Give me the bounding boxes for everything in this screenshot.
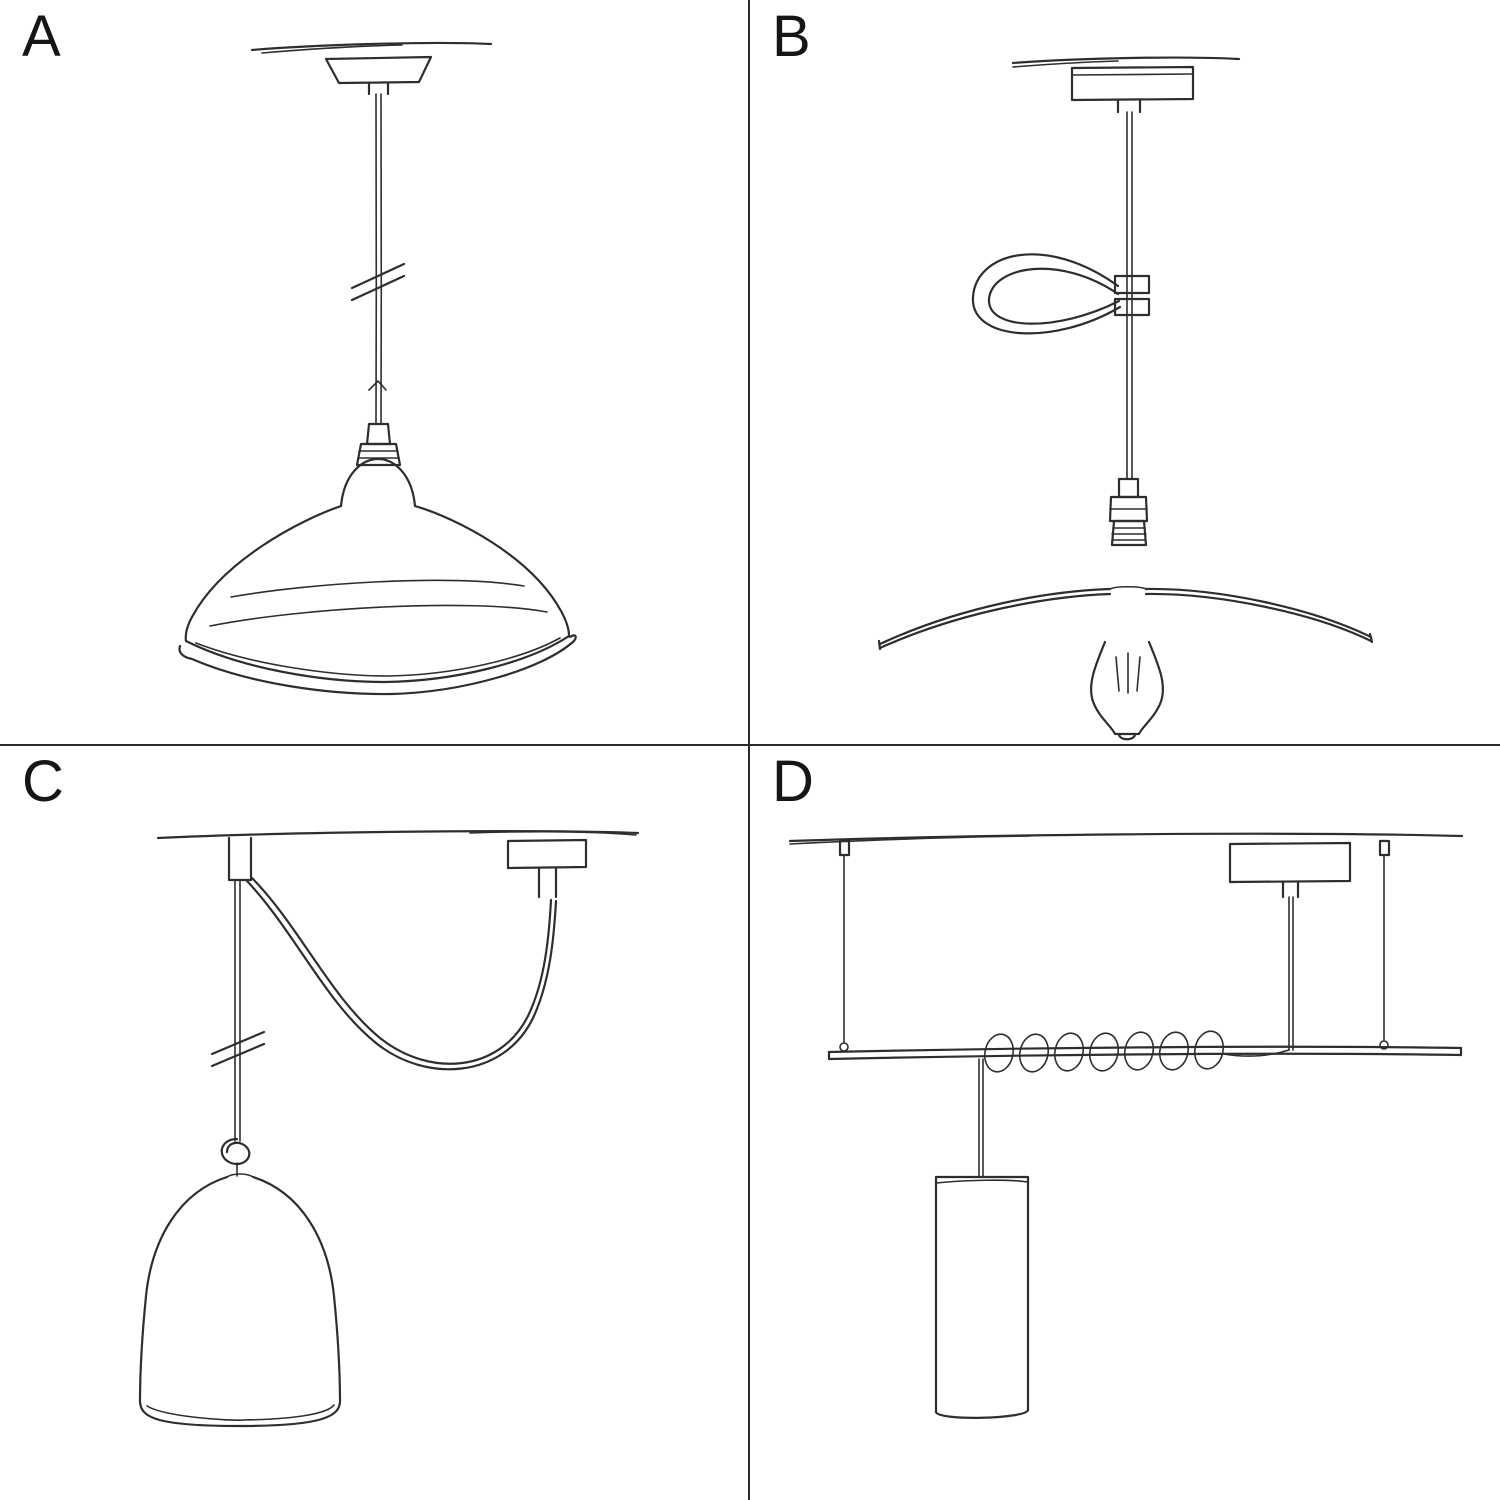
panel-label-b: B (772, 4, 812, 69)
cable-tie-loop (971, 253, 1151, 335)
panel-option-a: A (0, 0, 750, 745)
bell-shade (138, 1173, 342, 1428)
edison-bulb (1090, 640, 1164, 741)
ceiling-rose (1228, 841, 1352, 899)
rose-cable (1288, 896, 1294, 1051)
ceiling-rose (1070, 65, 1195, 114)
ceiling-line (250, 41, 493, 54)
suspension-wire-right (1378, 839, 1391, 1050)
swag-cable (245, 876, 558, 1071)
ceiling-line (788, 832, 1464, 845)
panel-label-a: A (22, 4, 62, 69)
drop-cable (234, 879, 241, 1142)
pendant-lamp-bowl-shade-sketch-icon (178, 41, 577, 696)
cable-break-mark (350, 262, 406, 302)
lamp-holder (1108, 477, 1149, 547)
power-cable (1126, 111, 1133, 480)
ceiling-line (1011, 56, 1241, 68)
lamp-holder (355, 422, 402, 467)
panel-option-c: C (0, 745, 750, 1500)
panel-option-d: D (750, 745, 1500, 1500)
ceiling-rose (506, 838, 588, 899)
ceiling-rose (324, 55, 433, 96)
power-cable (368, 93, 387, 425)
ceiling-hook (227, 836, 253, 882)
panel-label-c: C (22, 749, 65, 814)
cylinder-shade (934, 1175, 1030, 1419)
plate-shade (877, 585, 1374, 651)
coiled-cable (983, 1030, 1290, 1073)
grid-divider-vertical (748, 0, 750, 1500)
panel-option-b: B (750, 0, 1500, 745)
cable-knot (220, 1137, 251, 1177)
panel-label-d: D (772, 749, 815, 814)
swag-pendant-bell-shade-sketch-icon (138, 830, 640, 1428)
grid-divider-horizontal (0, 744, 1500, 746)
bar-suspension-cylinder-pendant-sketch-icon (788, 832, 1464, 1419)
cable-break-mark (210, 1030, 266, 1068)
pendant-lamp-plate-shade-bulb-sketch-icon (877, 56, 1374, 741)
support-bar (827, 1045, 1463, 1061)
suspension-wire-left (838, 839, 851, 1052)
bowl-shade (178, 457, 577, 696)
drop-cable (978, 1058, 984, 1177)
ceiling-line (156, 830, 640, 840)
